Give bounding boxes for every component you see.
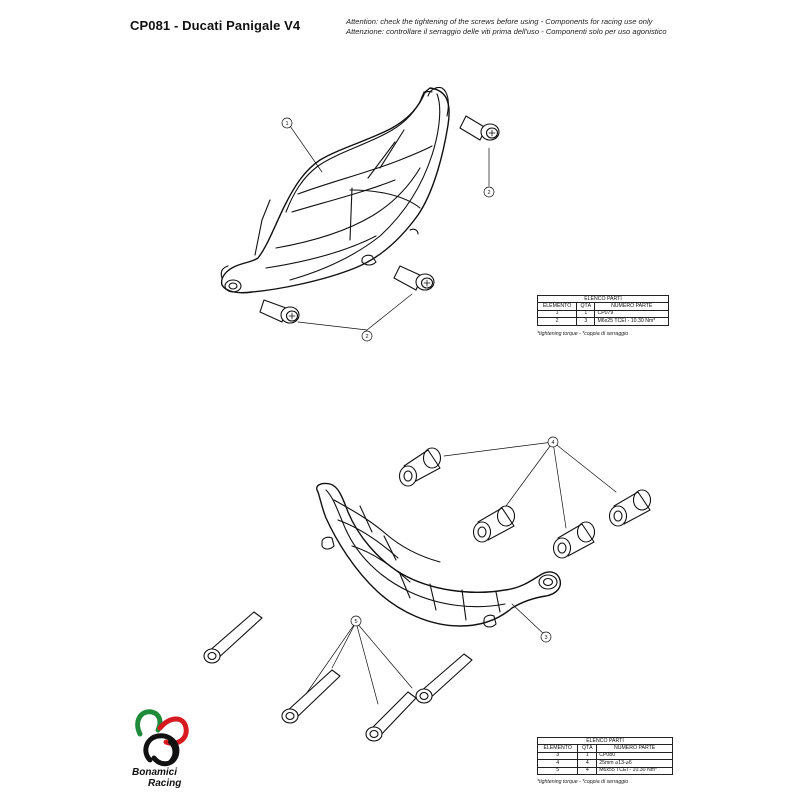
- parts-table-1-caption: ELENCO PARTI: [537, 294, 669, 304]
- callout-circles: [281, 117, 559, 643]
- callout-5: 5: [354, 619, 357, 625]
- spacer-2: [472, 505, 516, 543]
- cell: 2: [536, 317, 578, 326]
- callout-2-upper: 2: [487, 190, 490, 196]
- callout-1: 1: [285, 121, 288, 127]
- spacer-1: [398, 447, 442, 487]
- cover-part-3: [316, 482, 562, 628]
- cell: CP080: [596, 751, 673, 761]
- torque-note-1: *tightening torque - *coppia di serraggi…: [537, 331, 629, 337]
- cover-part-1: [220, 86, 450, 294]
- table-row: 2 3 M6x25 TCEI - 10.30 Nm*: [536, 317, 669, 326]
- screw-upper-right: [459, 115, 500, 141]
- table-row: 1 1 CP079: [536, 309, 669, 319]
- cell: 1: [577, 751, 598, 761]
- spacer-3: [552, 521, 596, 559]
- table-row: 3 1 CP080: [536, 751, 673, 761]
- col-numero-parte: NUMERO PARTE: [594, 302, 669, 311]
- cell: 3: [576, 317, 596, 326]
- col-elemento: ELEMENTO: [536, 744, 579, 753]
- col-numero-parte: NUMERO PARTE: [596, 744, 673, 753]
- cell: 5: [536, 766, 579, 776]
- col-qta: QTÀ: [576, 302, 596, 311]
- long-screw-2: [281, 669, 341, 724]
- callout-3: 3: [544, 635, 547, 641]
- parts-table-2-caption: ELENCO PARTI: [537, 736, 673, 746]
- cell: CP079: [594, 309, 669, 319]
- bonamici-logo-mark: [135, 709, 189, 767]
- brand-name-line2: Racing: [148, 778, 182, 789]
- cell: 3: [536, 751, 579, 761]
- long-screw-3: [365, 691, 417, 742]
- spacer-4: [608, 489, 652, 527]
- cell: M6x25 TCEI - 10.30 Nm*: [594, 317, 669, 326]
- document-title: CP081 - Ducati Panigale V4: [130, 18, 301, 33]
- cell: 25mm ⌀13-⌀6: [596, 759, 673, 768]
- screw-middle: [393, 265, 435, 291]
- torque-note-2: *tightening torque - *coppia di serraggi…: [537, 779, 629, 785]
- cell: 1: [536, 309, 578, 319]
- cell: M6x55 TCEI - 10.30 Nm*: [596, 766, 673, 776]
- col-elemento: ELEMENTO: [536, 302, 578, 311]
- parts-table-2: ELENCO PARTI ELEMENTO QTÀ NUMERO PARTE 3…: [536, 736, 673, 776]
- cell: 4: [577, 766, 598, 776]
- cell: 1: [576, 309, 596, 319]
- attention-italian: Attenzione: controllare il serraggio del…: [346, 27, 667, 36]
- screw-lower-left: [259, 299, 300, 324]
- cell: 4: [536, 759, 579, 768]
- table-row: 5 4 M6x55 TCEI - 10.30 Nm*: [536, 766, 673, 776]
- col-qta: QTÀ: [577, 744, 598, 753]
- table-row: 4 4 25mm ⌀13-⌀6: [536, 759, 673, 768]
- callout-2-lower: 2: [365, 334, 368, 340]
- callout-leaders-upper: [289, 125, 490, 331]
- callout-4: 4: [551, 440, 554, 446]
- attention-english: Attention: check the tightening of the s…: [346, 17, 653, 26]
- brand-name-line1: Bonamici: [132, 767, 178, 778]
- parts-table-1: ELENCO PARTI ELEMENTO QTÀ NUMERO PARTE 1…: [536, 294, 669, 326]
- long-screw-4: [415, 653, 473, 704]
- long-screw-1: [203, 611, 263, 664]
- callout-leaders-lower: [305, 441, 617, 705]
- cell: 4: [577, 759, 598, 768]
